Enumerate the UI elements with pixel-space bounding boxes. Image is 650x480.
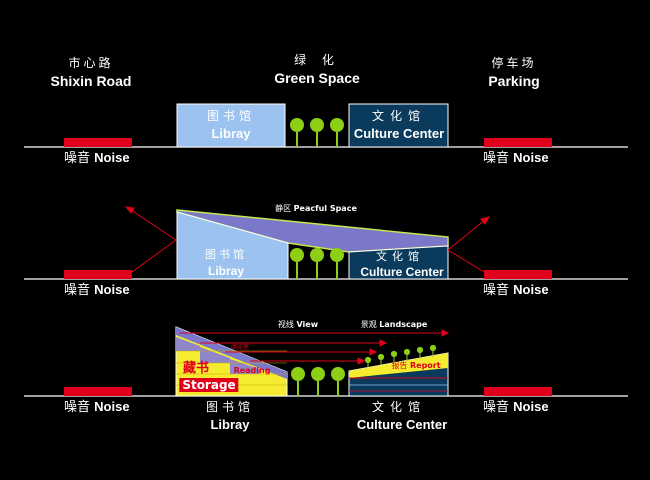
- culture-block-middle: [348, 245, 449, 280]
- green-label-en: Green Space: [274, 70, 360, 86]
- library-middle-zh: 图书馆: [205, 248, 247, 261]
- storage-zh: 藏书: [182, 361, 210, 376]
- library-block-middle: [176, 211, 289, 280]
- noise-deflection-arrows: [124, 206, 491, 273]
- trees-bottom: [291, 367, 345, 396]
- library-bottom-zh: 图书馆: [205, 400, 255, 414]
- view-lines: [180, 329, 450, 365]
- parking-label-zh: 停车场: [491, 56, 537, 70]
- roof-trees: [364, 344, 437, 367]
- road-label-en: Shixin Road: [50, 73, 132, 89]
- road-label-zh: 市心路: [68, 56, 114, 70]
- culture-stepped-section: [348, 352, 449, 397]
- noise-label-top-right: 噪音 Noise: [483, 150, 549, 166]
- culture-block-top: [348, 103, 449, 148]
- trees-middle: [290, 248, 344, 279]
- library-middle-en: Libray: [207, 264, 245, 278]
- noise-bar-bottom-left: [64, 387, 132, 396]
- culture-middle-en: Culture Center: [360, 265, 444, 279]
- noise-label-middle-left: 噪音 Noise: [64, 282, 130, 298]
- noise-bar-bottom-right: [484, 387, 552, 396]
- reading-zh: 阅览室: [230, 344, 250, 351]
- culture-top-en: Culture Center: [353, 126, 445, 141]
- view-label: 视线 View: [277, 320, 319, 329]
- reading-en: Reading: [233, 366, 271, 375]
- peaceful-space-label: 静区 Peacful Space: [275, 204, 357, 213]
- culture-bottom-en: Culture Center: [356, 417, 448, 432]
- noise-bar-top-right: [484, 138, 552, 147]
- culture-bottom-zh: 文化馆: [371, 400, 427, 414]
- storage-en: Storage: [179, 378, 239, 392]
- green-label-zh: 绿 化: [294, 53, 340, 67]
- noise-bar-middle-left: [64, 270, 132, 279]
- noise-label-top-left: 噪音 Noise: [64, 150, 130, 166]
- trees-top: [290, 118, 344, 147]
- culture-top-zh: 文化馆: [371, 109, 427, 123]
- parking-label-en: Parking: [488, 73, 540, 89]
- noise-bar-middle-right: [484, 270, 552, 279]
- noise-label-middle-right: 噪音 Noise: [483, 282, 549, 298]
- library-top-zh: 图书馆: [206, 109, 256, 123]
- culture-middle-zh: 文化馆: [376, 250, 424, 263]
- landscape-label: 景观 Landscape: [360, 320, 428, 329]
- report-label: 报告 Report: [391, 361, 441, 370]
- library-bottom-en: Libray: [210, 417, 250, 432]
- noise-bar-top-left: [64, 138, 132, 147]
- noise-label-bottom-left: 噪音 Noise: [64, 399, 130, 415]
- noise-label-bottom-right: 噪音 Noise: [483, 399, 549, 415]
- library-top-en: Libray: [211, 126, 251, 141]
- library-block-top: [176, 103, 286, 148]
